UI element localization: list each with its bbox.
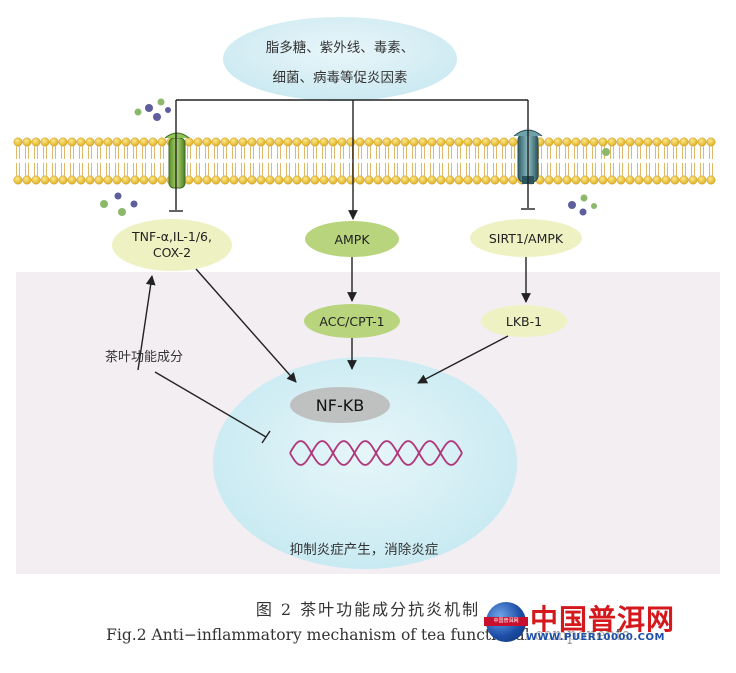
stimulus-branch-lines xyxy=(169,99,535,220)
node-nfkb: NF-KB xyxy=(290,387,390,423)
node-tnf-line1: TNF-α,IL-1/6, xyxy=(131,229,212,244)
watermark-url: WWW.PUER10000.COM xyxy=(526,632,665,643)
node-tnf: TNF-α,IL-1/6, COX-2 xyxy=(112,219,232,271)
stimulus-ellipse xyxy=(223,17,457,101)
node-lkb-label: LKB-1 xyxy=(506,314,542,329)
green-channel-protein xyxy=(164,132,190,189)
node-ampk-label: AMPK xyxy=(334,232,370,247)
stimulus-text-line1: 脂多糖、紫外线、毒素、 xyxy=(266,39,415,56)
node-sirt: SIRT1/AMPK xyxy=(470,219,582,257)
figure-caption-chinese: 图 2 茶叶功能成分抗炎机制 xyxy=(255,600,481,619)
node-ampk: AMPK xyxy=(305,221,399,257)
watermark-logo-text: 中国普洱网 xyxy=(484,617,528,626)
pathway-arrows xyxy=(137,257,531,444)
tea-components-label: 茶叶功能成分 xyxy=(105,349,183,365)
cell-result-text: 抑制炎症产生，消除炎症 xyxy=(290,542,439,558)
dna-helix xyxy=(289,440,463,466)
node-acc: ACC/CPT-1 xyxy=(304,304,400,338)
cell-membrane xyxy=(13,137,716,185)
node-nfkb-label: NF-KB xyxy=(316,396,364,415)
node-lkb: LKB-1 xyxy=(481,305,567,337)
cell-ellipse xyxy=(213,357,517,569)
watermark-title: 中国普洱网 xyxy=(530,603,676,636)
watermark: 中国普洱网 中国普洱网 WWW.PUER10000.COM xyxy=(484,598,716,652)
stimulus-text-line2: 细菌、病毒等促炎因素 xyxy=(273,69,408,86)
node-tnf-line2: COX-2 xyxy=(153,245,191,260)
node-sirt-label: SIRT1/AMPK xyxy=(489,231,564,246)
molecule-dots xyxy=(100,98,610,216)
watermark-globe-logo: 中国普洱网 xyxy=(484,602,528,642)
node-acc-label: ACC/CPT-1 xyxy=(319,314,384,329)
